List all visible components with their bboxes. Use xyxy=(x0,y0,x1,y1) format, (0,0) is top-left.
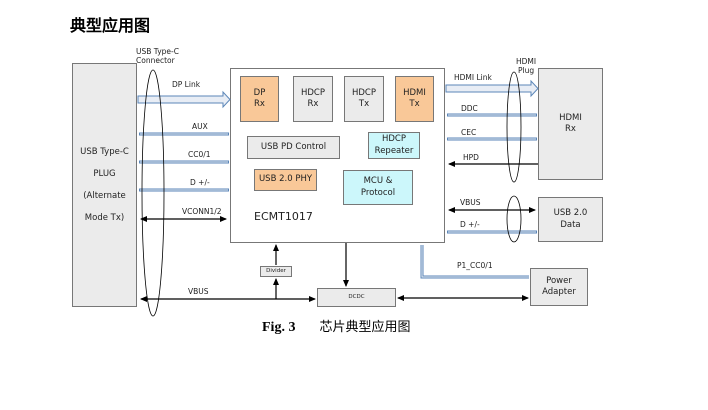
usb-connector-label: USB Type-C Connector xyxy=(136,47,179,65)
block-text: MCU & xyxy=(363,176,393,187)
usb-data-ellipse xyxy=(506,195,522,243)
usb-d-label: D +/- xyxy=(460,220,480,229)
hdmi-link-label: HDMI Link xyxy=(454,73,492,82)
block-text: HDCP xyxy=(382,134,406,145)
box-text: Rx xyxy=(565,124,576,134)
hdmi-plug-label: HDMI Plug xyxy=(516,57,536,75)
p1-cc-bus xyxy=(420,245,529,279)
block-text: HDCP xyxy=(301,87,325,98)
block-text: USB PD Control xyxy=(260,141,327,152)
dplus-label: D +/- xyxy=(190,178,210,187)
usb-type-c-plug-box: USB Type-C PLUG (Alternate Mode Tx) xyxy=(72,63,137,307)
plug-line-2: PLUG xyxy=(93,168,116,179)
block-text: DP xyxy=(253,87,266,98)
hdmi-plug-line2: Plug xyxy=(517,66,535,75)
dcdc-text: DCDC xyxy=(348,293,365,300)
connector-label-line2: Connector xyxy=(136,56,175,65)
plug-line-3: (Alternate xyxy=(83,191,126,201)
p1-cc-label: P1_CC0/1 xyxy=(457,261,493,270)
box-text: HDMI xyxy=(559,112,582,123)
section-title: 典型应用图 xyxy=(70,16,151,35)
plug-line-1: USB Type-C xyxy=(80,146,129,157)
divider-text: Divider xyxy=(266,267,286,274)
figure-caption: Fig. 3 芯片典型应用图 xyxy=(262,316,410,336)
box-text: Data xyxy=(560,219,581,230)
block-text: Rx xyxy=(307,99,319,109)
hdmi-plug-line1: HDMI xyxy=(516,57,537,66)
aux-label: AUX xyxy=(192,122,208,131)
figure-number: Fig. 3 xyxy=(262,320,296,335)
box-text: Adapter xyxy=(542,287,576,297)
hdmi-plug-ellipse xyxy=(506,71,522,183)
cec-label: CEC xyxy=(461,128,477,137)
ddc-label: DDC xyxy=(461,104,478,113)
block-text: Repeater xyxy=(374,145,414,156)
usb-2-phy-block: USB 2.0 PHY xyxy=(254,169,317,191)
block-text: HDCP xyxy=(352,87,376,98)
hdmi-link-arrow xyxy=(445,79,539,98)
figure-title: 芯片典型应用图 xyxy=(319,320,411,335)
cc-label: CC0/1 xyxy=(188,150,211,159)
block-text: Rx xyxy=(254,99,265,109)
mcu-protocol-block: MCU &Protocol xyxy=(343,170,413,205)
dcdc-block: DCDC xyxy=(317,288,396,307)
block-text: USB 2.0 PHY xyxy=(258,174,313,185)
connector-label-line1: USB Type-C xyxy=(136,47,179,56)
divider-block: Divider xyxy=(260,266,292,277)
usb-pd-control-block: USB PD Control xyxy=(247,136,340,159)
hpd-label: HPD xyxy=(463,153,479,162)
box-text: USB 2.0 xyxy=(553,208,588,219)
vbus-usb-label: VBUS xyxy=(460,198,481,207)
vconn-label: VCONN1/2 xyxy=(182,207,222,216)
block-text: Protocol xyxy=(360,187,396,198)
usb-connector-ellipse xyxy=(141,69,165,317)
vbus-bottom-label: VBUS xyxy=(188,287,209,296)
box-text: Power xyxy=(546,275,572,286)
plug-line-4: Mode Tx) xyxy=(84,213,125,224)
block-text: HDMI xyxy=(403,87,426,98)
block-text: Tx xyxy=(358,99,370,109)
dp-link-label: DP Link xyxy=(172,80,201,89)
block-text: Tx xyxy=(409,99,420,109)
chip-name: ECMT1017 xyxy=(254,210,313,223)
dp-link-arrow xyxy=(137,90,231,109)
